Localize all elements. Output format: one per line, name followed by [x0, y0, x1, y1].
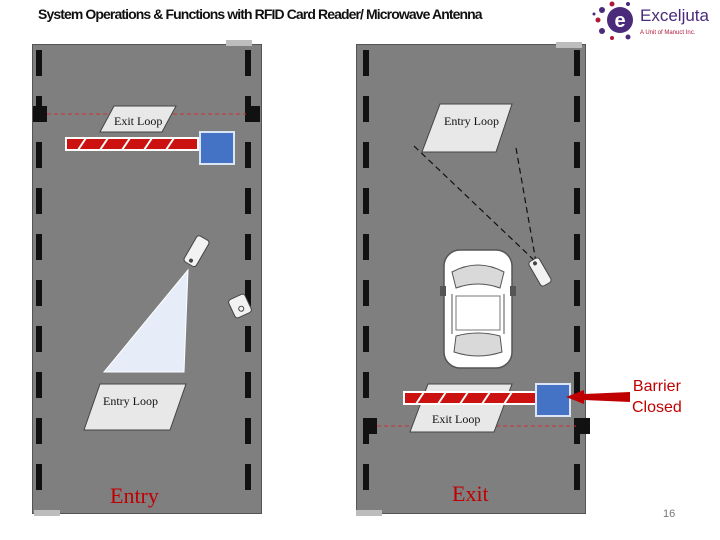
exit-lane-label: Exit	[452, 481, 489, 506]
barrier-callout-arrow-icon	[566, 390, 630, 404]
entry-lane-antenna-icon	[183, 235, 210, 268]
exit-lane-barrier-arm	[403, 391, 537, 405]
entry-lane-entry-loop-label: Entry Loop	[103, 394, 158, 408]
logo-mark-icon: e	[592, 1, 633, 40]
entry-lane-exit-loop	[99, 105, 177, 133]
car-icon	[440, 249, 516, 369]
page-number: 16	[663, 508, 676, 520]
exit-lane-top-cap	[556, 42, 582, 48]
exit-lane-detection-line-right	[515, 147, 537, 263]
exit-lane-entry-loop	[421, 103, 513, 153]
exit-lane-antenna-icon	[528, 257, 552, 287]
logo-tagline: A Unit of Manuct Inc.	[640, 30, 696, 36]
svg-text:e: e	[614, 10, 625, 32]
exit-lane-exit-loop-label: Exit Loop	[432, 412, 481, 426]
entry-lane-exit-loop-label: Exit Loop	[114, 114, 163, 128]
entry-lane-reader-box	[199, 131, 235, 165]
entry-lane-barrier-arm	[65, 137, 199, 151]
exit-lane-bottom-cap	[356, 510, 382, 516]
exit-lane-right-post	[576, 418, 590, 434]
entry-lane-label: Entry	[110, 483, 159, 508]
entry-lane-bottom-cap	[34, 510, 60, 516]
logo-brand-text: Exceljuta	[640, 6, 709, 25]
barrier-callout-line-1: Barrier	[632, 378, 681, 395]
entry-lane-antenna-beam	[102, 268, 189, 373]
exit-lane-entry-loop-label: Entry Loop	[444, 114, 499, 128]
entry-lane-entry-loop	[83, 383, 187, 431]
entry-lane-markings	[36, 50, 251, 510]
exit-lane-left-post	[363, 418, 377, 434]
entry-lane-right-post	[246, 106, 260, 122]
entry-lane-top-cap	[226, 40, 252, 46]
barrier-closed-callout: Barrier Closed	[632, 376, 682, 418]
exit-lane-detection-line-left	[413, 145, 537, 263]
slide-title: System Operations & Functions with RFID …	[38, 6, 483, 22]
entry-lane-card-reader-icon	[228, 293, 252, 319]
barrier-callout-line-2: Closed	[632, 399, 682, 416]
entry-lane-left-post	[33, 106, 47, 122]
exit-lane-reader-box	[535, 383, 571, 417]
